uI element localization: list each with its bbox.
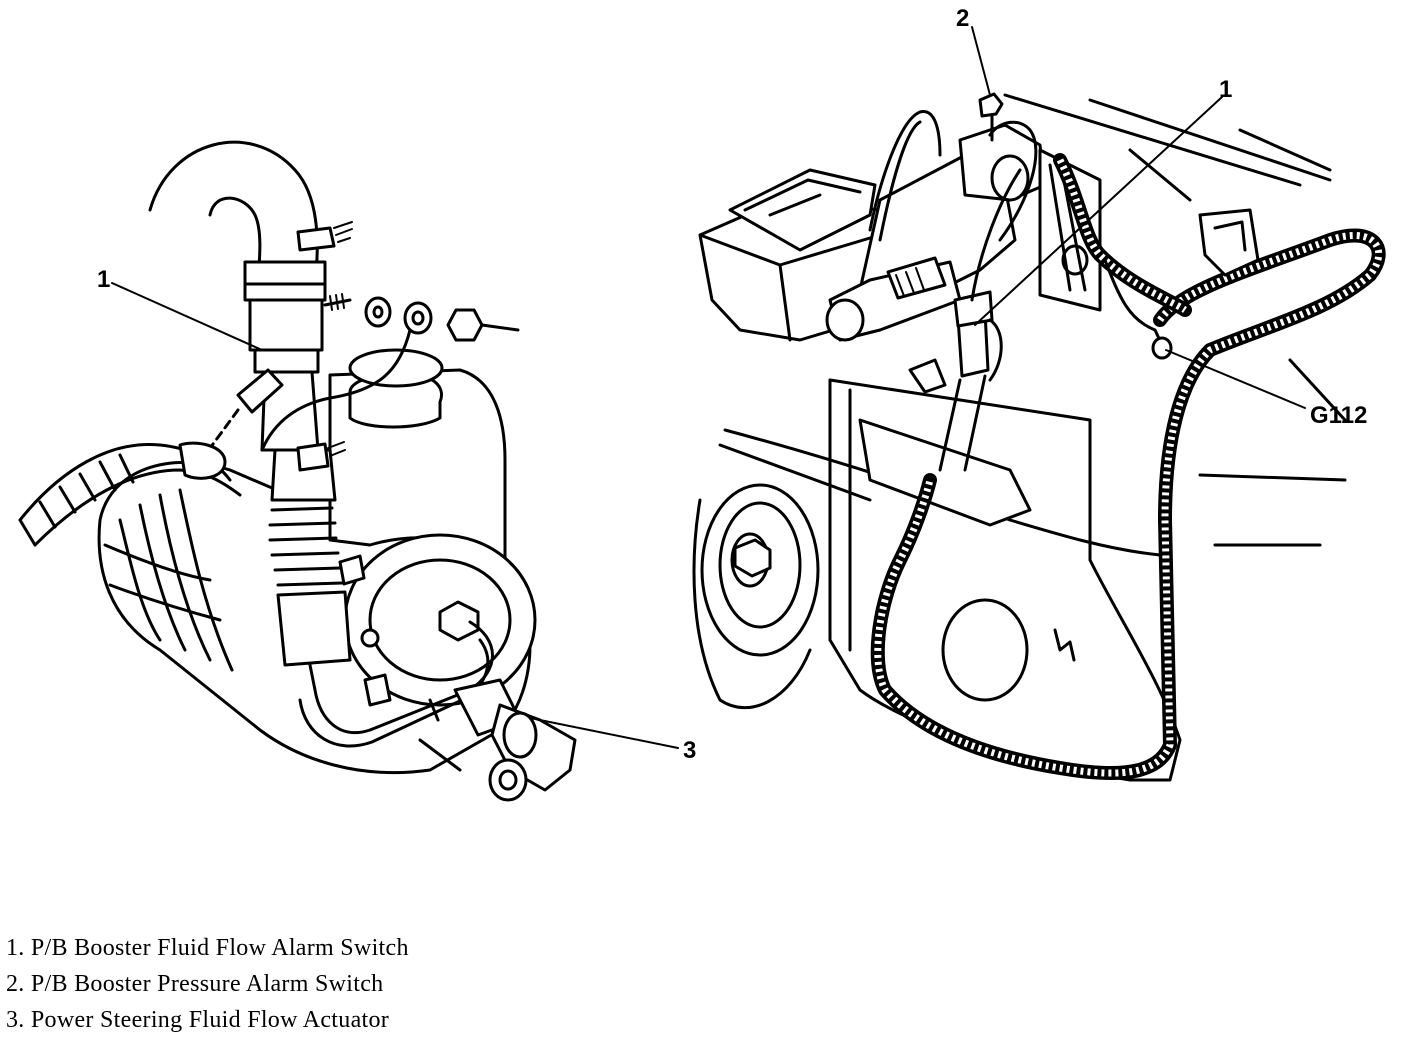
legend: 1. P/B Booster Fluid Flow Alarm Switch 2… bbox=[6, 930, 409, 1038]
leader-left-3 bbox=[529, 717, 679, 749]
callout-ground-g112: G112 bbox=[1310, 402, 1367, 429]
leader-right-1 bbox=[974, 96, 1223, 326]
callout-right-1: 1 bbox=[1219, 76, 1232, 103]
callout-left-1: 1 bbox=[97, 266, 110, 293]
leader-right-2 bbox=[971, 26, 991, 96]
power-steering-pump-illustration bbox=[18, 140, 577, 802]
engine-compartment-illustration bbox=[692, 92, 1386, 782]
leader-left-1 bbox=[111, 282, 263, 351]
legend-item-2: 2. P/B Booster Pressure Alarm Switch bbox=[6, 971, 384, 997]
legend-item-1: 1. P/B Booster Fluid Flow Alarm Switch bbox=[6, 935, 409, 961]
callout-left-3: 3 bbox=[683, 737, 696, 764]
leader-g112 bbox=[1165, 349, 1306, 409]
callout-leaders bbox=[111, 26, 1306, 749]
legend-item-3: 3. Power Steering Fluid Flow Actuator bbox=[6, 1007, 390, 1033]
callout-right-2: 2 bbox=[956, 5, 969, 32]
